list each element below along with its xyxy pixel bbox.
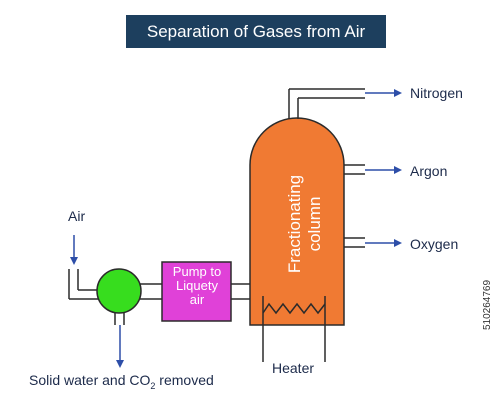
pipe-to-column [231, 283, 250, 300]
removed-label-text: Solid water and CO [29, 372, 151, 388]
air-inlet-pipe [68, 269, 100, 300]
removed-outlet-pipe [114, 312, 125, 325]
removed-label-subscript: 2 [150, 380, 156, 391]
argon-label: Argon [410, 163, 448, 179]
diagram-title: Separation of Gases from Air [126, 15, 386, 48]
pump-label-line2: Liquety [176, 278, 218, 293]
column-label-line2: column [305, 196, 324, 252]
oxygen-outlet-pipe [344, 237, 365, 248]
removed-label: Solid water and CO2 removed [29, 372, 214, 391]
removed-label-suffix: removed [155, 372, 214, 388]
pump-label-line3: air [189, 292, 205, 307]
nitrogen-outlet-pipe [288, 88, 365, 119]
air-label: Air [68, 208, 86, 224]
argon-outlet-pipe [344, 164, 365, 175]
oxygen-label: Oxygen [410, 236, 459, 252]
nitrogen-label: Nitrogen [410, 85, 463, 101]
fractionating-column [249, 117, 345, 326]
pump-label: Pump to Liquety air [164, 265, 230, 307]
pump-box [161, 261, 232, 322]
purifier-chamber [96, 268, 142, 314]
stock-id-watermark: 510264769 [482, 279, 493, 330]
heater-label: Heater [272, 360, 315, 376]
pump-label-line1: Pump to [172, 264, 222, 279]
column-label-line1: Fractionating [285, 174, 304, 274]
pipe-to-pump [140, 283, 162, 300]
column-label: Fractionating column [285, 144, 325, 304]
heater-element [262, 296, 326, 362]
